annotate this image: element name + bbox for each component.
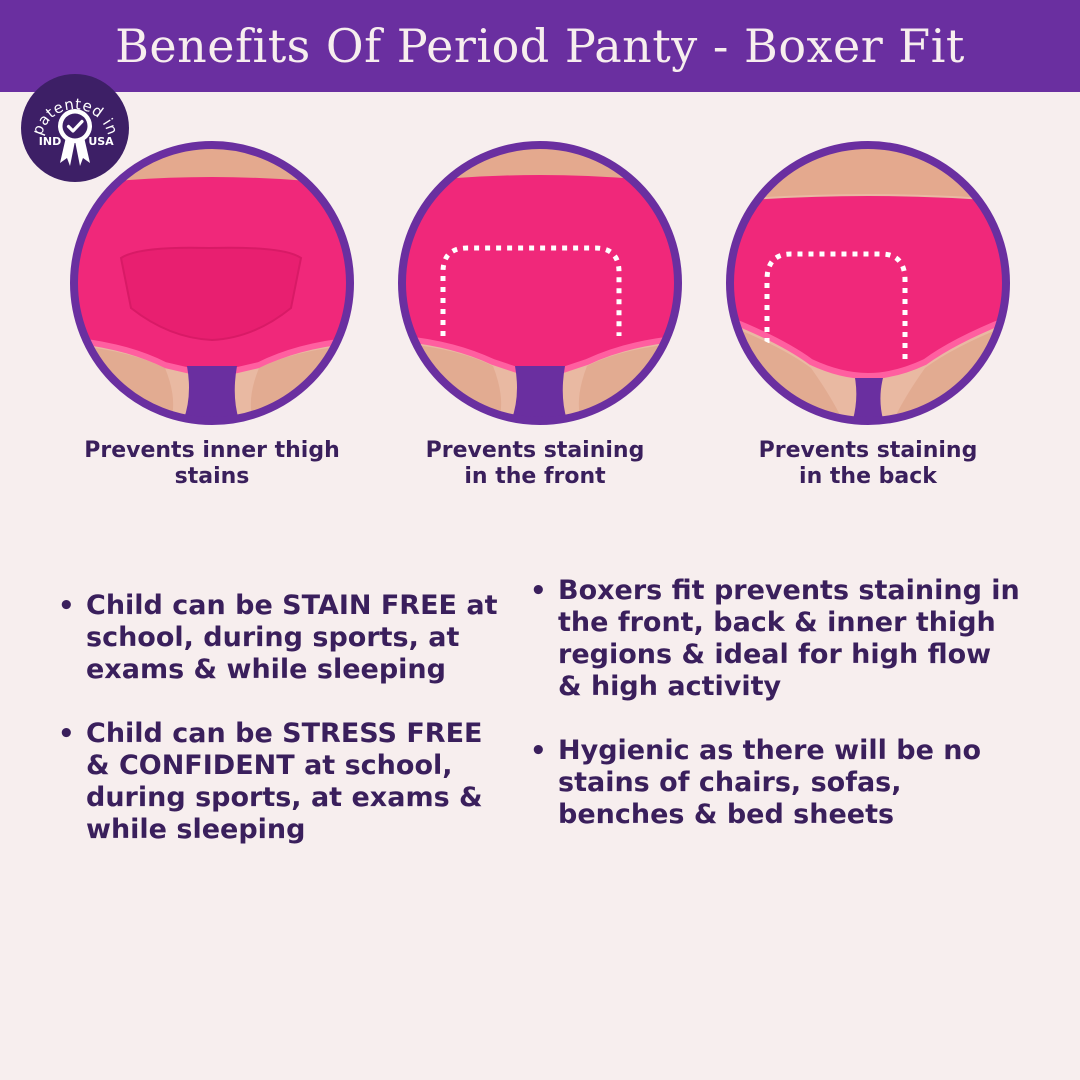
product-photo-back <box>725 140 1011 426</box>
list-item: Child can be STAIN FREE at school, durin… <box>58 590 498 686</box>
badge-right-label: USA <box>88 135 114 148</box>
badge-left-label: IND <box>39 135 61 148</box>
caption-inner-thigh: Prevents inner thigh stains <box>84 438 340 489</box>
patent-badge: patented in IND USA <box>20 73 130 183</box>
list-item: Boxers fit prevents staining in the fron… <box>530 575 1020 703</box>
page-title: Benefits Of Period Panty - Boxer Fit <box>115 19 965 73</box>
award-ribbon-check-icon <box>58 109 92 166</box>
list-item: Child can be STRESS FREE & CONFIDENT at … <box>58 718 498 846</box>
list-item: Hygienic as there will be no stains of c… <box>530 735 1020 831</box>
benefits-list-right: Boxers fit prevents staining in the fron… <box>530 575 1020 863</box>
product-photo-inner-thigh <box>69 140 355 426</box>
caption-front: Prevents staining in the front <box>425 438 645 489</box>
benefits-list-left: Child can be STAIN FREE at school, durin… <box>58 590 498 878</box>
caption-back: Prevents staining in the back <box>758 438 978 489</box>
product-photo-front <box>397 140 683 426</box>
header-banner: Benefits Of Period Panty - Boxer Fit <box>0 0 1080 92</box>
